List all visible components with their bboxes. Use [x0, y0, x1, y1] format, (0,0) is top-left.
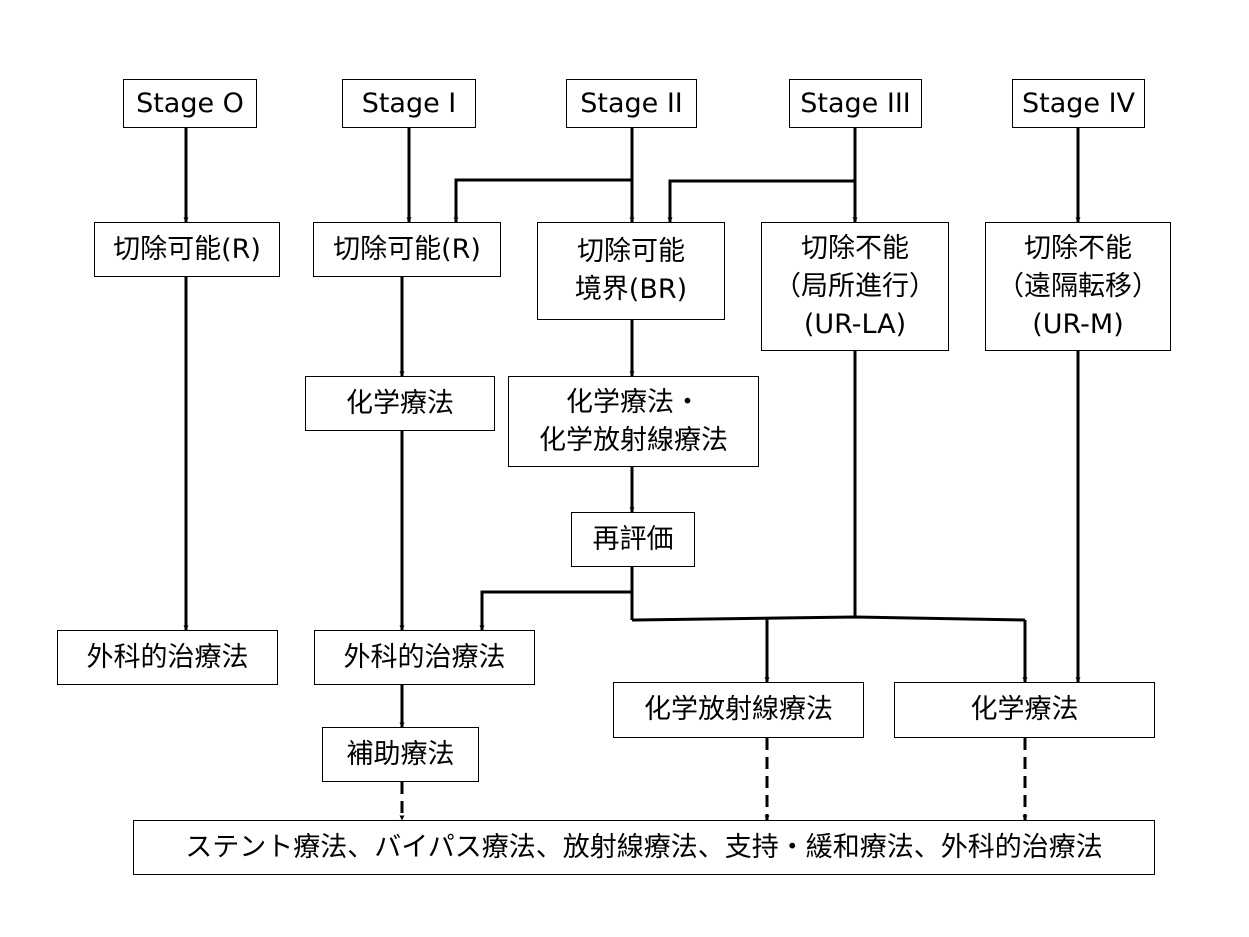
unresectable-locally-advanced-node: 切除不能 （局所進行） (UR-LA) — [761, 222, 949, 351]
stage-2-node: Stage II — [566, 79, 697, 128]
stage-3-node: Stage III — [789, 79, 922, 128]
stage-2-label: Stage II — [580, 87, 683, 119]
chemotherapy-node: 化学療法 — [894, 682, 1155, 738]
stage-1-label: Stage I — [361, 87, 457, 119]
stage-0-node: Stage O — [123, 79, 257, 128]
stage-1-node: Stage I — [342, 79, 476, 128]
borderline-resectable-node: 切除可能 境界(BR) — [537, 222, 725, 320]
stage-0-label: Stage O — [136, 87, 244, 119]
edge-reeval-surgery1 — [479, 590, 632, 631]
urla-line-1: 切除不能 — [801, 232, 909, 264]
resectable-node-stage0: 切除可能(R) — [94, 222, 280, 277]
palliative-options-label: ステント療法、バイパス療法、放射線療法、支持・緩和療法、外科的治療法 — [185, 831, 1103, 863]
surgery-label-stage0: 外科的治療法 — [86, 641, 249, 673]
resectable-label-stage1: 切除可能(R) — [333, 233, 481, 265]
urla-line-3: (UR-LA) — [803, 308, 907, 340]
chemoradiation-node: 化学放射線療法 — [613, 682, 864, 738]
chemo-crt-line-1: 化学療法・ — [566, 386, 701, 418]
surgery-node-stage1: 外科的治療法 — [314, 630, 535, 685]
surgery-node-stage0: 外科的治療法 — [57, 630, 278, 685]
chemo-crt-line-2: 化学放射線療法 — [539, 424, 728, 456]
reevaluation-label: 再評価 — [592, 523, 674, 555]
resectable-node-stage1: 切除可能(R) — [313, 222, 501, 277]
urm-line-1: 切除不能 — [1024, 232, 1132, 264]
urla-line-2: （局所進行） — [774, 270, 936, 302]
urm-line-2: （遠隔転移） — [997, 270, 1159, 302]
stage-4-node: Stage IV — [1012, 79, 1145, 128]
chemoradiation-label: 化学放射線療法 — [644, 694, 833, 725]
unresectable-metastatic-node: 切除不能 （遠隔転移） (UR-M) — [985, 222, 1171, 351]
edge-merge-bar — [631, 615, 1026, 622]
chemotherapy-node-stage1: 化学療法 — [305, 376, 495, 431]
edge-stage2-r1 — [453, 178, 632, 223]
palliative-options-node: ステント療法、バイパス療法、放射線療法、支持・緩和療法、外科的治療法 — [133, 820, 1155, 875]
borderline-line-2: 境界(BR) — [574, 274, 688, 305]
adjuvant-therapy-label: 補助療法 — [346, 738, 455, 770]
edge-stage3-br — [667, 179, 855, 223]
chemo-chemoradiation-node: 化学療法・ 化学放射線療法 — [508, 376, 759, 467]
reevaluation-node: 再評価 — [571, 512, 695, 567]
urm-line-3: (UR-M) — [1032, 308, 1124, 340]
chemotherapy-label: 化学療法 — [970, 694, 1079, 725]
borderline-line-1: 切除可能 — [577, 236, 685, 267]
resectable-label-stage0: 切除可能(R) — [113, 233, 261, 265]
surgery-label-stage1: 外科的治療法 — [343, 641, 506, 673]
adjuvant-therapy-node: 補助療法 — [322, 727, 479, 782]
stage-3-label: Stage III — [800, 87, 911, 119]
chemotherapy-label-stage1: 化学療法 — [346, 387, 454, 419]
stage-4-label: Stage IV — [1021, 87, 1136, 119]
